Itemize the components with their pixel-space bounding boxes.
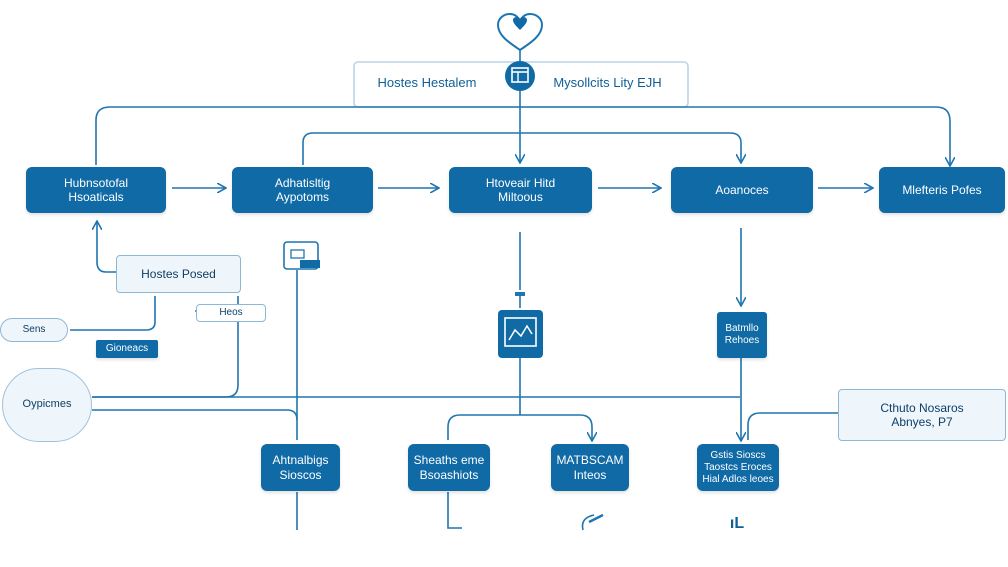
header-right-label: Mysollcits Lity EJH <box>540 72 675 94</box>
bottom-arrow-icon <box>581 513 604 531</box>
gioneacs-text: Gioneacs <box>105 343 149 354</box>
row1-node-4[interactable]: Aoanoces <box>671 167 813 213</box>
row3-node-2-line1: Sheaths eme <box>413 453 485 468</box>
sens-text: Sens <box>22 324 46 335</box>
row3-node-4-line2: Taostcs Eroces <box>704 461 772 473</box>
row3-node-3[interactable]: MATBSCAM Inteos <box>551 444 629 491</box>
row1-node-1[interactable]: Hubnsotofal Hsoaticals <box>26 167 166 213</box>
row1-node-2-line1: Adhatisltig <box>274 175 331 190</box>
row3-node-3-line1: MATBSCAM <box>556 453 624 468</box>
heart-icon <box>496 12 544 52</box>
row3-node-2-line2: Bsoashiots <box>419 467 479 482</box>
monitor-chart-icon <box>498 292 543 358</box>
header-left-label: Hostes Hestalem <box>362 72 492 94</box>
row1-node-3-line2: Miltoous <box>498 190 543 204</box>
row1-node-5-line1: Mlefteris Pofes <box>902 182 982 197</box>
row3-node-1-line2: Sioscos <box>279 467 322 482</box>
row1-node-1-line2: Hsoaticals <box>68 190 124 204</box>
hostee-posed-text: Hostes Posed <box>141 266 216 281</box>
batmllo-line2: Rehoes <box>724 335 760 346</box>
row1-node-4-line1: Aoanoces <box>715 182 769 197</box>
cloud-node[interactable]: Oypicmes <box>2 368 92 442</box>
bottom-glyph-b: ıL <box>722 512 752 536</box>
row1-node-3[interactable]: Htoveair Hitd Miltoous <box>449 167 592 213</box>
row1-node-1-line1: Hubnsotofal <box>63 175 129 190</box>
note-line2: Abnyes, P7 <box>891 415 953 429</box>
flag-icon <box>283 241 320 270</box>
note-line1: Cthuto Nosaros <box>880 400 964 415</box>
heos-tag: Heos <box>196 304 266 322</box>
note-box[interactable]: Cthuto Nosaros Abnyes, P7 <box>838 389 1006 441</box>
gioneacs-badge: Gioneacs <box>96 340 158 358</box>
hostee-posed-box[interactable]: Hostes Posed <box>116 255 241 293</box>
row3-node-3-line2: Inteos <box>573 467 607 482</box>
app-window-icon <box>505 61 535 91</box>
row3-node-1-line1: Ahtnalbigs <box>272 453 329 468</box>
row1-node-3-line1: Htoveair Hitd <box>485 175 556 190</box>
bottom-glyph-b-text: ıL <box>729 515 745 533</box>
row1-node-2[interactable]: Adhatisltig Aypotoms <box>232 167 373 213</box>
row3-node-4[interactable]: Gstis Sioscs Taostcs Eroces Hial Adlos l… <box>697 444 779 491</box>
sens-tag: Sens <box>0 318 68 342</box>
batmllo-line1: Batmllo <box>725 323 759 334</box>
row3-node-1[interactable]: Ahtnalbigs Sioscos <box>261 444 340 491</box>
row3-node-4-line3: Hial Adlos leoes <box>702 473 774 485</box>
row1-node-5[interactable]: Mlefteris Pofes <box>879 167 1005 213</box>
row1-node-2-line2: Aypotoms <box>275 190 330 204</box>
row3-node-4-line1: Gstis Sioscs <box>710 449 766 461</box>
header-left-text: Hostes Hestalem <box>377 75 477 91</box>
row3-node-2[interactable]: Sheaths eme Bsoashiots <box>408 444 490 491</box>
cloud-text: Oypicmes <box>22 398 72 411</box>
batmllo-box[interactable]: Batmllo Rehoes <box>717 312 767 358</box>
header-right-text: Mysollcits Lity EJH <box>553 75 662 91</box>
heos-text: Heos <box>219 307 243 318</box>
